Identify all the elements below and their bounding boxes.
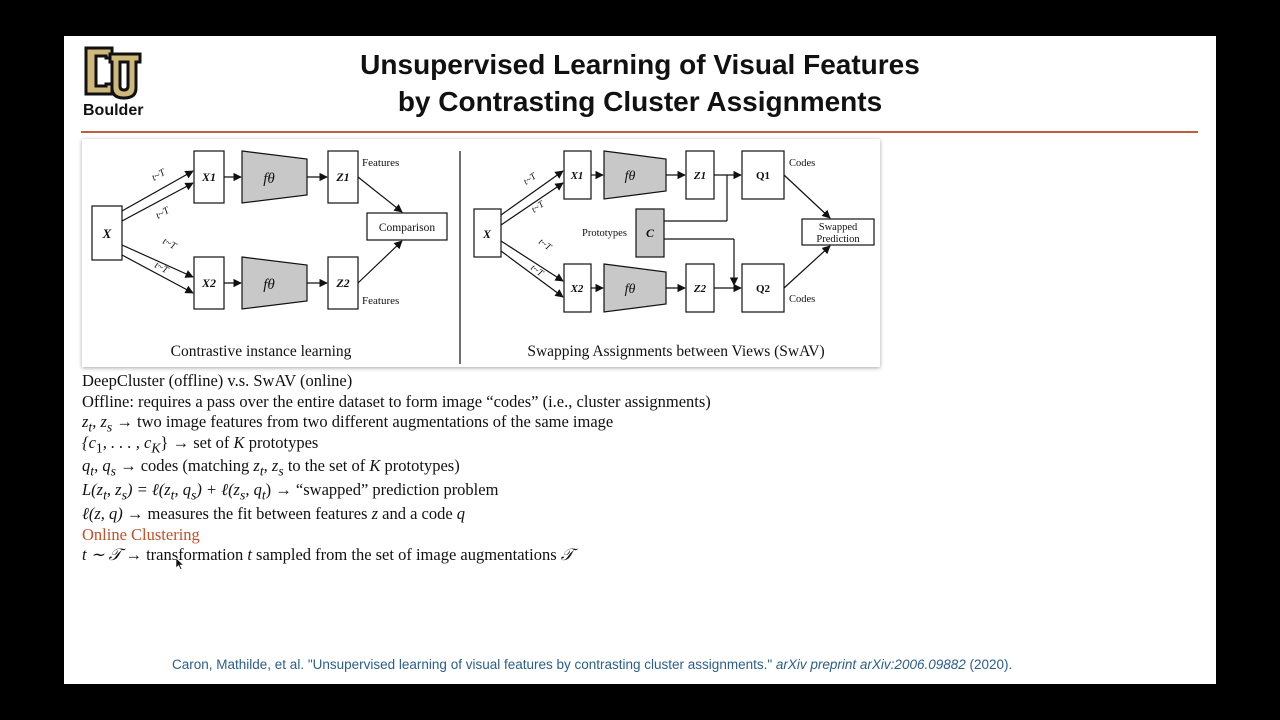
left-feat2-box: [327, 256, 359, 310]
right-code2-label: Q2: [756, 283, 771, 295]
figure-diagram: X X1 X2 t~T t~T t~T t~T fθ fθ: [91, 150, 875, 364]
left-feat1-label: Z1: [335, 170, 349, 184]
right-view1-box: [563, 150, 592, 200]
mouse-cursor-icon: [176, 558, 184, 570]
prototypes-label: Prototypes: [582, 228, 627, 239]
right-encoder-top-label: fθ: [625, 169, 636, 184]
body-line-5: qt, qs → codes (matching zt, zs to the s…: [82, 456, 460, 479]
left-features-bottom: Features: [362, 295, 399, 307]
left-caption: Contrastive instance learning: [171, 343, 352, 360]
right-encoder-bottom: [603, 263, 667, 313]
right-feat2-box: [685, 263, 715, 313]
left-aug-1: t~T: [150, 166, 169, 183]
left-view1-label: X1: [201, 170, 216, 184]
comparison-box: [366, 212, 448, 241]
title-divider: [81, 131, 1198, 133]
right-aug-1: t~T: [522, 171, 539, 187]
left-encoder-bottom: [241, 256, 308, 310]
right-view1-label: X1: [570, 170, 584, 182]
codes-bottom: Codes: [789, 294, 815, 305]
right-feat1-box: [685, 150, 715, 200]
comparison-label: Comparison: [379, 222, 435, 234]
right-input-box: [473, 208, 502, 258]
online-clustering-heading: Online Clustering: [82, 525, 200, 544]
logo-text: Boulder: [83, 102, 144, 119]
right-view2-label: X2: [570, 283, 584, 295]
body-line-3: zt, zs → two image features from two dif…: [82, 412, 614, 435]
left-input-box: [91, 205, 123, 261]
right-code1-box: [741, 150, 785, 200]
left-encoder-bottom-label: fθ: [263, 277, 275, 293]
method-figure: X X1 X2 t~T t~T t~T t~T fθ fθ: [82, 139, 880, 367]
body-line-4: {c1, . . . , cK} → set of K prototypes: [82, 433, 319, 456]
swapped-line-2: Prediction: [816, 234, 860, 245]
cu-boulder-logo: [84, 46, 142, 100]
title-line-2: by Contrasting Cluster Assignments: [397, 86, 883, 117]
left-input-label: X: [102, 226, 112, 241]
right-caption: Swapping Assignments between Views (SwAV…: [527, 343, 824, 360]
right-code2-box: [741, 263, 785, 313]
body-line-7: ℓ(z, q) → measures the fit between featu…: [82, 504, 466, 523]
right-aug-3: t~T: [536, 237, 553, 253]
body-line-6: L(zt, zs) = ℓ(zt, qs) + ℓ(zs, qt) → “swa…: [82, 480, 499, 503]
slide-title: Unsupervised Learning of Visual Features…: [264, 46, 1016, 120]
right-code1-label: Q1: [756, 170, 770, 182]
title-line-1: Unsupervised Learning of Visual Features: [360, 49, 920, 80]
left-feat2-label: Z2: [335, 276, 349, 290]
right-aug-4: t~T: [528, 263, 545, 279]
prototypes-symbol: C: [646, 226, 655, 240]
swapped-line-1: Swapped: [819, 222, 858, 233]
body-line-1: DeepCluster (offline) v.s. SwAV (online): [82, 371, 353, 390]
right-encoder-top: [603, 150, 667, 200]
body-line-9: t ∼ 𝒯 → transformation t sampled from th…: [82, 545, 574, 564]
left-view2-label: X2: [201, 276, 216, 290]
slide: Boulder Unsupervised Learning of Visual …: [64, 36, 1216, 684]
body-line-2: Offline: requires a pass over the entire…: [82, 392, 711, 411]
left-features-top: Features: [362, 157, 399, 169]
left-aug-2: t~T: [154, 204, 173, 221]
right-encoder-bottom-label: fθ: [625, 282, 636, 297]
swapped-prediction-box: [801, 218, 875, 246]
left-view2-box: [193, 256, 225, 310]
prototypes-box: [635, 208, 665, 258]
codes-top: Codes: [789, 158, 815, 169]
left-encoder-top: [241, 150, 308, 204]
right-input-label: X: [482, 227, 492, 241]
left-aug-4: t~T: [153, 260, 172, 277]
right-aug-2: t~T: [530, 199, 547, 215]
right-feat1-label: Z1: [693, 170, 706, 182]
left-aug-3: t~T: [161, 236, 180, 253]
left-encoder-top-label: fθ: [263, 171, 275, 187]
citation: Caron, Mathilde, et al. "Unsupervised le…: [172, 657, 1013, 672]
right-feat2-label: Z2: [693, 283, 707, 295]
